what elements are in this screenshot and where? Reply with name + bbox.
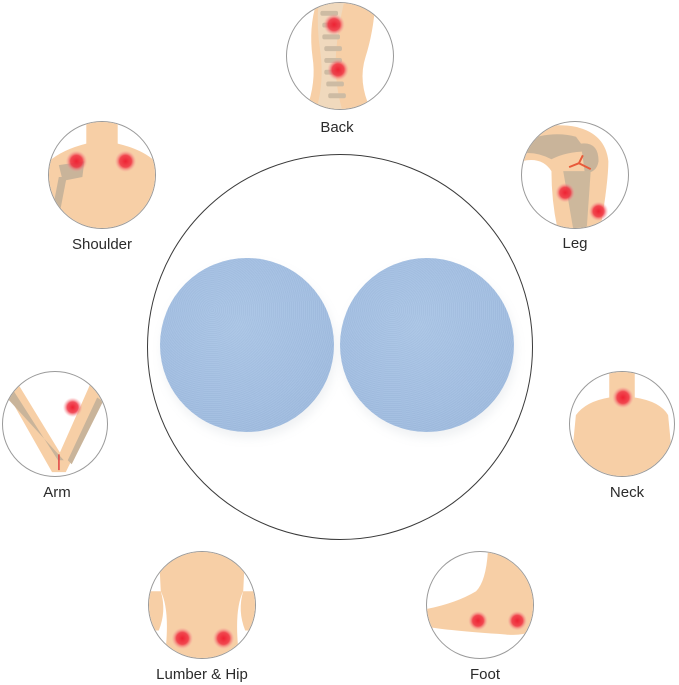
back-label: Back bbox=[320, 119, 354, 136]
shoulder-label: Shoulder bbox=[71, 236, 133, 253]
elbow-icon bbox=[3, 381, 107, 473]
arm-illustration bbox=[2, 371, 108, 477]
neck-illustration bbox=[569, 371, 675, 477]
neck-icon bbox=[570, 372, 674, 476]
leg-illustration bbox=[521, 121, 629, 229]
leg-label: Leg bbox=[562, 235, 588, 252]
knee-icon bbox=[522, 125, 609, 228]
massage-ball-right bbox=[340, 258, 514, 432]
lower-back-icon bbox=[149, 552, 255, 658]
foot-illustration bbox=[426, 551, 534, 659]
arm-label: Arm bbox=[43, 484, 71, 501]
back-illustration bbox=[286, 2, 394, 110]
lumber-hip-label: Lumber & Hip bbox=[156, 666, 248, 683]
shoulder-illustration bbox=[48, 121, 156, 229]
massage-ball-left bbox=[160, 258, 334, 432]
product-circle bbox=[147, 154, 533, 540]
foot-icon bbox=[427, 552, 533, 635]
spine-icon bbox=[306, 3, 376, 109]
shoulder-icon bbox=[49, 122, 155, 228]
neck-label: Neck bbox=[609, 484, 645, 501]
lumber-hip-illustration bbox=[148, 551, 256, 659]
foot-label: Foot bbox=[469, 666, 501, 683]
